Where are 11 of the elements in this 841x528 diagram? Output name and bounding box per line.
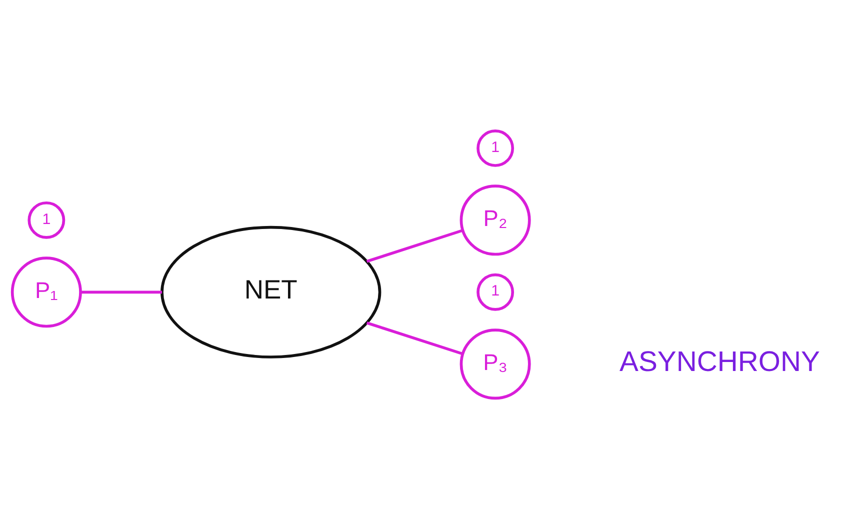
node-circle: P₁ xyxy=(10,256,82,328)
node-circle: 1 xyxy=(476,272,514,310)
node-circle: P₃ xyxy=(460,328,531,400)
node-ellipse: NET xyxy=(160,225,382,358)
connector xyxy=(366,321,463,355)
label: ASYNCHRONY xyxy=(620,346,820,378)
node-circle: 1 xyxy=(476,128,514,166)
node-circle: 1 xyxy=(28,200,66,238)
connector xyxy=(80,290,162,294)
connector xyxy=(366,228,463,262)
node-circle: P₂ xyxy=(460,184,531,256)
